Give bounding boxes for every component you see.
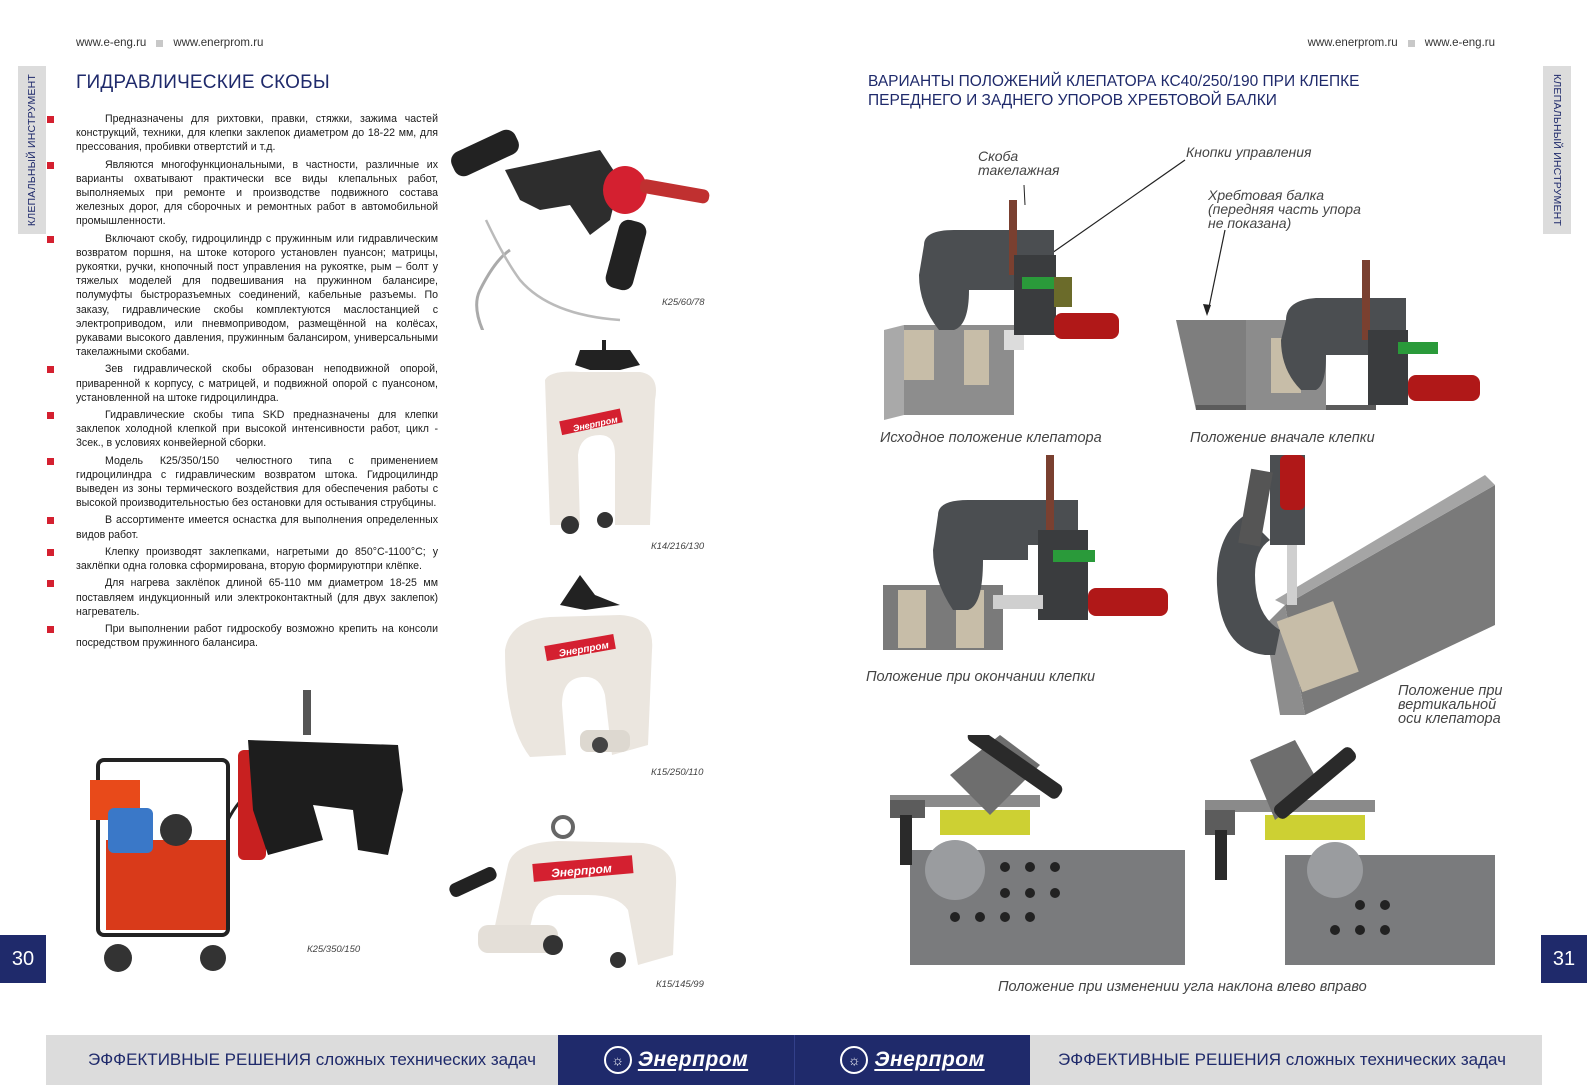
product-image-k15-145-99: Энерпром bbox=[449, 815, 677, 968]
diagram-end-position bbox=[883, 455, 1168, 650]
product-caption: К25/350/150 bbox=[307, 944, 361, 955]
url-separator bbox=[156, 39, 164, 47]
product-caption: К25/60/78 bbox=[662, 297, 705, 308]
paragraph: Модель К25/350/150 челюстного типа с при… bbox=[47, 454, 438, 510]
footer-logo-right[interactable]: ☼ Энерпром bbox=[794, 1035, 1030, 1085]
paragraph: Для нагрева заклёпок длиной 65-110 мм ди… bbox=[47, 577, 438, 618]
product-caption: К14/216/130 bbox=[651, 541, 705, 552]
side-tab-label: КЛЕПАЛЬНЫЙ ИНСТРУМЕНТ bbox=[26, 73, 38, 227]
product-image-k25-60-78 bbox=[451, 129, 710, 330]
url-separator bbox=[1407, 39, 1415, 47]
paragraph: Предназначены для рихтовки, правки, стяж… bbox=[47, 113, 438, 154]
paragraph: Являются многофункциональными, в частнос… bbox=[47, 158, 438, 228]
side-tab-left: КЛЕПАЛЬНЫЙ ИНСТРУМЕНТ bbox=[18, 66, 46, 234]
caption-end-position: Положение при окончании клепки bbox=[866, 669, 1096, 685]
diagram-angle-right bbox=[1205, 740, 1495, 965]
page-title-left: ГИДРАВЛИЧЕСКИЕ СКОБЫ bbox=[76, 72, 330, 93]
caption-start-position: Положение вначале клепки bbox=[1190, 430, 1375, 446]
footer-left: ЭФФЕКТИВНЫЕ РЕШЕНИЯ сложных технических … bbox=[46, 1035, 558, 1085]
paragraph: Клепку производят заклепками, нагретыми … bbox=[47, 545, 438, 573]
product-image-k14-216-130: Энерпром bbox=[545, 340, 656, 534]
diagram-angle-left bbox=[890, 735, 1185, 965]
label-skoba: Скоба такелажная bbox=[978, 148, 1060, 178]
side-tab-right: КЛЕПАЛЬНЫЙ ИНСТРУМЕНТ bbox=[1543, 66, 1571, 234]
brand-emblem-icon: ☼ bbox=[603, 1046, 632, 1074]
label-balka: Хребтовая балка (передняя часть упора не… bbox=[1208, 187, 1361, 231]
brand-emblem-icon: ☼ bbox=[840, 1046, 869, 1074]
page-title-right: ВАРИАНТЫ ПОЛОЖЕНИЙ КЛЕПАТОРА КС40/250/19… bbox=[868, 73, 1360, 109]
brand-label: Энерпром bbox=[551, 861, 613, 880]
label-knopki: Кнопки управления bbox=[1186, 144, 1312, 160]
footer-slogan: ЭФФЕКТИВНЫЕ РЕШЕНИЯ сложных технических … bbox=[88, 1050, 536, 1069]
brand-logo-text: Энерпром bbox=[874, 1048, 985, 1071]
url-link[interactable]: www.e-eng.ru bbox=[1424, 37, 1495, 49]
footer-right: ЭФФЕКТИВНЫЕ РЕШЕНИЯ сложных технических … bbox=[1030, 1035, 1542, 1085]
paragraph: Зев гидравлической скобы образован непод… bbox=[47, 363, 438, 404]
page-number-left: 30 bbox=[0, 935, 46, 983]
brand-logo-text: Энерпром bbox=[637, 1048, 749, 1071]
paragraph: Включают скобу, гидроцилиндр с пружинным… bbox=[47, 232, 438, 359]
diagram-initial-position bbox=[884, 200, 1119, 420]
product-caption: К15/250/110 bbox=[651, 767, 704, 778]
url-link[interactable]: www.enerprom.ru bbox=[173, 37, 264, 49]
caption-angle-change: Положение при изменении угла наклона вле… bbox=[998, 979, 1367, 995]
caption-initial-position: Исходное положение клепатора bbox=[880, 430, 1102, 446]
caption-vertical-position: Положение при вертикальной оси клепатора bbox=[1398, 683, 1503, 727]
header-urls-right: www.enerprom.ru www.e-eng.ru bbox=[1308, 37, 1495, 49]
product-image-k15-250-110: Энерпром bbox=[505, 575, 653, 757]
side-tab-label: КЛЕПАЛЬНЫЙ ИНСТРУМЕНТ bbox=[1551, 73, 1563, 227]
diagram-start-position bbox=[1176, 260, 1480, 410]
header-urls-left: www.e-eng.ru www.enerprom.ru bbox=[76, 37, 263, 49]
url-link[interactable]: www.enerprom.ru bbox=[1307, 37, 1398, 49]
url-link[interactable]: www.e-eng.ru bbox=[76, 37, 147, 49]
paragraph: Гидравлические скобы типа SKD предназнач… bbox=[47, 409, 438, 450]
product-caption: К15/145/99 bbox=[656, 979, 704, 990]
footer-slogan: ЭФФЕКТИВНЫЕ РЕШЕНИЯ сложных технических … bbox=[1058, 1050, 1506, 1069]
paragraph: При выполнении работ гидроскобу возможно… bbox=[47, 622, 438, 650]
page-number-right: 31 bbox=[1541, 935, 1587, 983]
product-image-k25-350-150 bbox=[90, 690, 403, 972]
diagram-vertical-position bbox=[1216, 455, 1495, 715]
description-text: Предназначены для рихтовки, правки, стяж… bbox=[47, 112, 438, 653]
paragraph: В ассортименте имеется оснастка для выпо… bbox=[47, 514, 438, 541]
footer-logo-left[interactable]: ☼ Энерпром bbox=[558, 1035, 794, 1085]
